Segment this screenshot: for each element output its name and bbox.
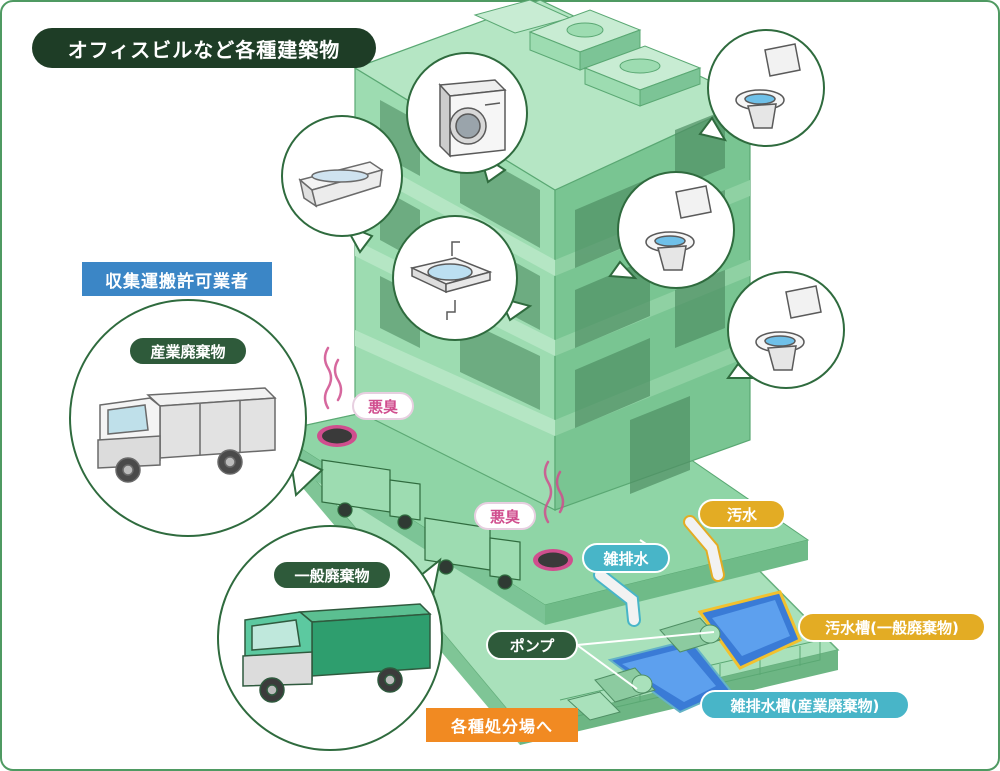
- sewage-label: 汚水: [698, 499, 786, 529]
- toilet-bubble-middle: [608, 171, 735, 289]
- manhole-1: [317, 425, 357, 447]
- collector-label: 収集運搬許可業者: [82, 262, 272, 296]
- sewage-tank-label: 汚水槽(一般廃棄物): [798, 612, 986, 642]
- miscellaneous-drainage-label: 雑排水: [582, 543, 670, 573]
- drainage-tank: [607, 638, 732, 714]
- disposal-label: 各種処分場へ: [426, 708, 578, 742]
- bathtub-bubble: [281, 115, 403, 254]
- truck-icon: [97, 387, 277, 483]
- street-truck-2: [424, 517, 521, 590]
- washing-machine-icon: [438, 79, 507, 158]
- sink-icon: [409, 241, 493, 320]
- sink-bubble: [392, 215, 533, 341]
- toilet-bubble-bottom: [726, 271, 845, 389]
- drainage-pipe: [593, 568, 641, 627]
- industrial-truck-bubble: [69, 299, 324, 537]
- toilet-icon: [645, 185, 712, 271]
- truck-icon: [242, 603, 432, 703]
- page-title: オフィスビルなど各種建築物: [32, 28, 376, 68]
- odor-wisps: [323, 346, 565, 524]
- rooftop-units: [473, 0, 702, 107]
- drainage-tank-label: 雑排水槽(産業廃棄物): [700, 690, 910, 720]
- general-waste-label: 一般廃棄物: [272, 560, 392, 590]
- odor-label-1: 悪臭: [352, 392, 414, 420]
- toilet-icon: [735, 43, 801, 129]
- industrial-waste-label: 産業廃棄物: [128, 336, 248, 366]
- sewage-tank: [697, 590, 802, 670]
- washing-machine-bubble: [406, 52, 528, 184]
- manhole-2: [533, 549, 573, 571]
- toilet-bubble-top: [698, 29, 825, 147]
- sewage-pipe: [683, 515, 725, 582]
- bathtub-icon: [298, 161, 384, 208]
- toilet-icon: [755, 285, 822, 371]
- odor-label-2: 悪臭: [474, 502, 536, 530]
- pump-label: ポンプ: [486, 630, 578, 660]
- street-truck-1: [321, 459, 421, 530]
